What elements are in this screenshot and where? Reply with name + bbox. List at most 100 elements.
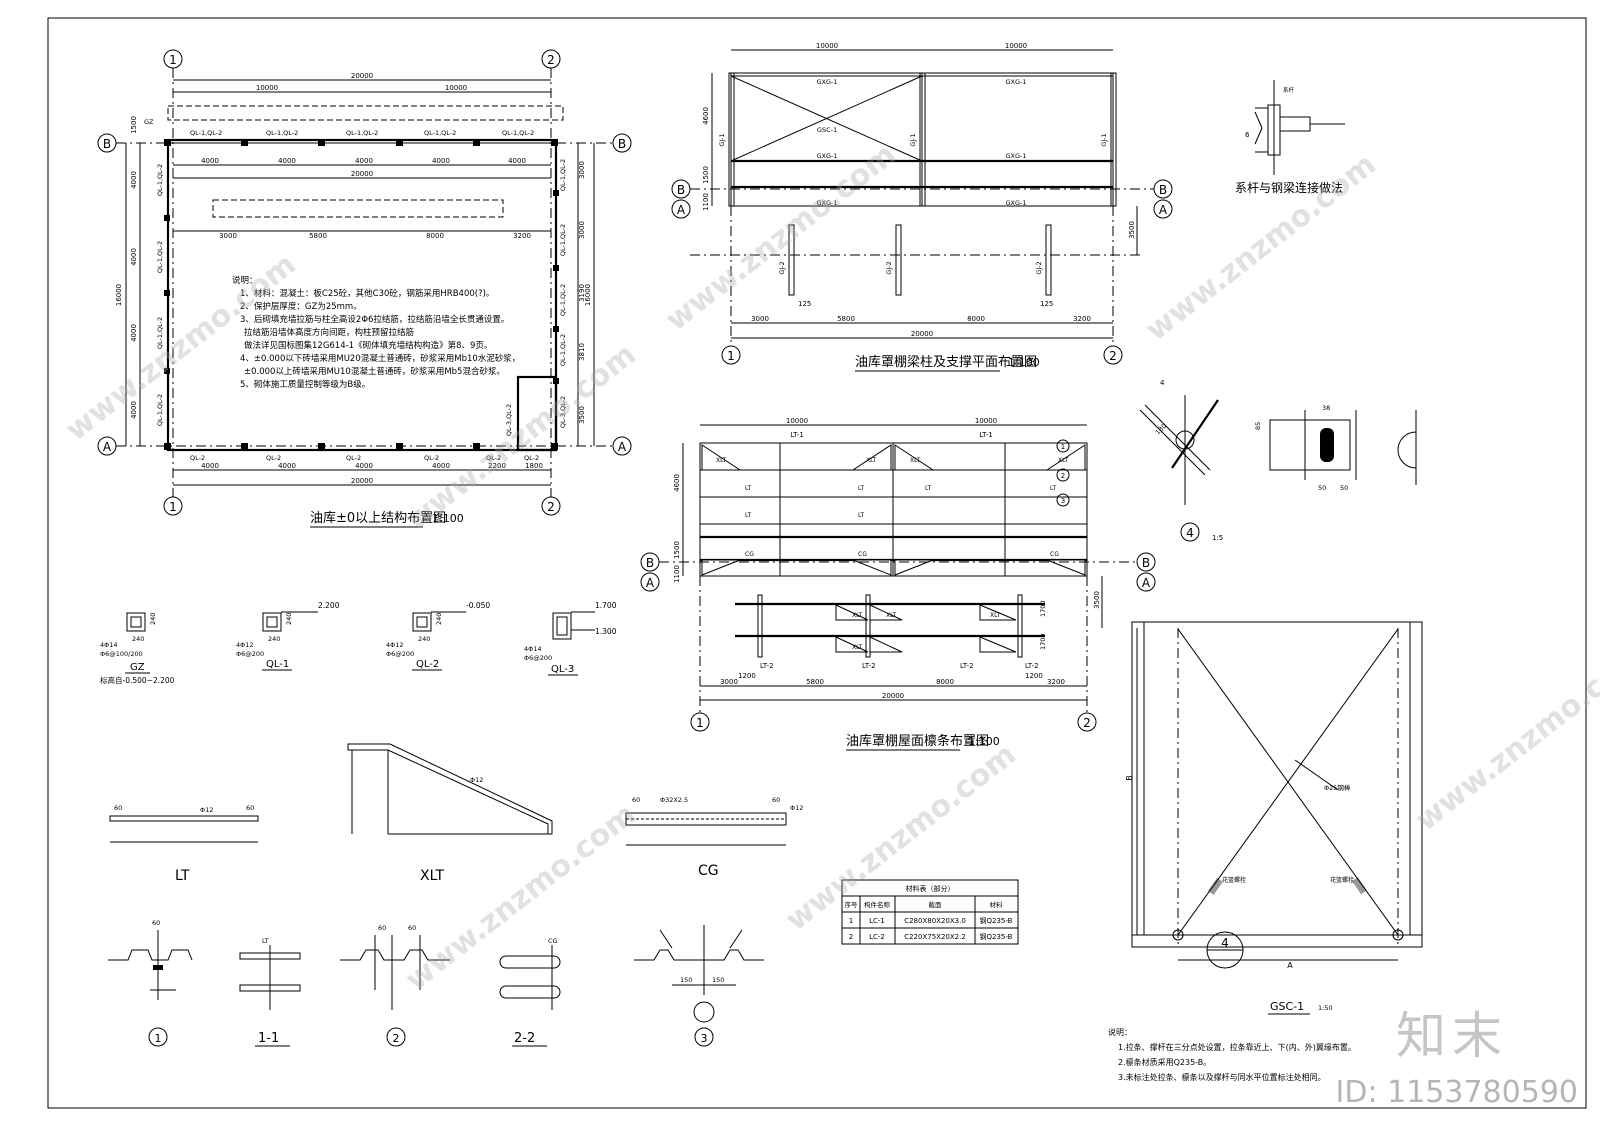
svg-text:材料表（部分）: 材料表（部分）	[906, 884, 955, 893]
svg-text:LT: LT	[745, 512, 752, 519]
svg-text:C280X80X20X3.0: C280X80X20X3.0	[904, 917, 966, 925]
gsc-detail: Φ25钢棒 A B 花篮螺栓 花篮螺栓 4 GSC-1 1:50	[1125, 621, 1423, 1015]
svg-text:标高自-0.500~2.200: 标高自-0.500~2.200	[100, 675, 175, 685]
brand-watermark: 知末	[1396, 1007, 1508, 1065]
svg-text:4Φ12: 4Φ12	[236, 641, 254, 649]
svg-text:QL-1,QL-2: QL-1,QL-2	[559, 159, 567, 191]
svg-text:Φ6@100/200: Φ6@100/200	[100, 650, 143, 658]
svg-text:3810: 3810	[578, 343, 586, 361]
svg-text:QL-1,QL-2: QL-1,QL-2	[424, 129, 456, 137]
plan-frame: 10000 10000 GXG-1 GXG-1 GXG-1 GXG-1 GXG-…	[671, 42, 1173, 372]
svg-text:GXG-1: GXG-1	[816, 78, 837, 86]
svg-text:QL-3: QL-3	[551, 664, 574, 675]
svg-text:4000: 4000	[201, 462, 219, 470]
svg-text:4000: 4000	[201, 157, 219, 165]
svg-text:拉结筋沿墙体高度方向间距，构柱预留拉结筋: 拉结筋沿墙体高度方向间距，构柱预留拉结筋	[244, 327, 414, 338]
svg-text:4、±0.000以下砖墙采用MU20混凝土普通砖，砂浆采用M: 4、±0.000以下砖墙采用MU20混凝土普通砖，砂浆采用Mb10水泥砂浆，	[240, 353, 520, 364]
svg-text:QL-3,QL-2: QL-3,QL-2	[505, 404, 513, 436]
svg-text:GXG-1: GXG-1	[1005, 199, 1026, 207]
svg-text:QL-2: QL-2	[424, 454, 439, 462]
svg-text:3200: 3200	[513, 232, 531, 240]
svg-text:10000: 10000	[256, 84, 278, 92]
plan-structure-title: 油库±0以上结构布置图	[310, 510, 446, 526]
svg-text:1: 1	[169, 53, 177, 67]
svg-text:2: 2	[1061, 472, 1065, 480]
svg-text:1100: 1100	[673, 565, 681, 583]
svg-text:2: 2	[547, 500, 555, 514]
svg-text:5、砌体施工质量控制等级为B级。: 5、砌体施工质量控制等级为B级。	[240, 379, 370, 390]
svg-text:4000: 4000	[432, 157, 450, 165]
svg-text:240: 240	[132, 635, 144, 643]
svg-text:XLT: XLT	[886, 612, 897, 619]
svg-text:1: 1	[1061, 443, 1065, 451]
svg-text:B: B	[1125, 775, 1134, 781]
svg-text:4: 4	[1160, 379, 1165, 387]
svg-text:序号: 序号	[845, 900, 859, 909]
svg-text:8000: 8000	[967, 315, 985, 323]
svg-text:16000: 16000	[584, 284, 592, 306]
svg-text:50: 50	[1318, 484, 1326, 492]
svg-text:QL-2: QL-2	[416, 659, 439, 670]
svg-text:GXG-1: GXG-1	[1005, 152, 1026, 160]
svg-text:2、保护层厚度：GZ为25mm。: 2、保护层厚度：GZ为25mm。	[240, 301, 362, 312]
svg-text:2.200: 2.200	[318, 601, 340, 610]
svg-text:LT-1: LT-1	[790, 431, 804, 439]
svg-text:130: 130	[1154, 422, 1168, 436]
svg-text:3000: 3000	[578, 161, 586, 179]
svg-text:钢Q235-B: 钢Q235-B	[980, 932, 1013, 941]
svg-text:8000: 8000	[426, 232, 444, 240]
svg-text:QL-1,QL-2: QL-1,QL-2	[346, 129, 378, 137]
svg-text:LT: LT	[1050, 485, 1057, 492]
rod-details: 60 60 Φ12 LT Φ12 XLT 60 60 Φ32X2.5 Φ12 C…	[109, 743, 803, 884]
svg-text:LC-1: LC-1	[869, 917, 885, 925]
svg-text:3.未标注处拉条、檩条以及撑杆与同水平位置标注处相同。: 3.未标注处拉条、檩条以及撑杆与同水平位置标注处相同。	[1118, 1072, 1326, 1082]
svg-text:4000: 4000	[355, 462, 373, 470]
svg-text:60: 60	[772, 796, 780, 804]
svg-text:240: 240	[149, 613, 157, 625]
svg-text:GJ-2: GJ-2	[778, 261, 786, 274]
svg-text:Φ25钢棒: Φ25钢棒	[1324, 783, 1351, 792]
svg-text:60: 60	[408, 924, 416, 932]
svg-text:3200: 3200	[1073, 315, 1091, 323]
svg-text:1500: 1500	[702, 166, 710, 184]
svg-text:LT-2: LT-2	[1025, 662, 1039, 670]
svg-text:240: 240	[435, 613, 443, 625]
svg-text:3500: 3500	[1093, 591, 1101, 609]
svg-text:XLT: XLT	[420, 868, 444, 884]
svg-text:GZ: GZ	[130, 662, 145, 673]
svg-text:20000: 20000	[351, 477, 373, 485]
bottom-details: 60 1 LT 1-1 60 60 2 CG 2-2 150 150 3	[108, 919, 764, 1047]
svg-text:4000: 4000	[130, 401, 138, 419]
svg-text:XLT: XLT	[910, 457, 921, 464]
svg-text:QL-1,QL-2: QL-1,QL-2	[190, 129, 222, 137]
svg-text:60: 60	[378, 924, 386, 932]
svg-text:QL-2: QL-2	[524, 454, 539, 462]
svg-text:B: B	[618, 137, 626, 151]
svg-text:240: 240	[268, 635, 280, 643]
svg-text:3000: 3000	[751, 315, 769, 323]
plan-purlin: 10000 10000 LT-1 LT-1 XLT XLT XLT XLT LT…	[640, 417, 1156, 751]
svg-text:60: 60	[114, 804, 122, 812]
detail-4: 130 4 85 38 50 50 4 1:5	[1139, 379, 1417, 542]
svg-text:60: 60	[632, 796, 640, 804]
svg-text:GSC-1: GSC-1	[1270, 1000, 1304, 1013]
svg-text:Φ6@200: Φ6@200	[524, 654, 552, 662]
svg-text:CG: CG	[858, 551, 867, 558]
svg-text:A: A	[677, 203, 686, 217]
svg-text:A: A	[1142, 576, 1151, 590]
svg-text:8000: 8000	[936, 678, 954, 686]
svg-text:QL-1,QL-2: QL-1,QL-2	[559, 334, 567, 366]
svg-text:2: 2	[547, 53, 555, 67]
svg-text:-0.050: -0.050	[466, 601, 490, 610]
svg-text:3000: 3000	[578, 221, 586, 239]
svg-text:4000: 4000	[130, 248, 138, 266]
svg-text:QL-1,QL-2: QL-1,QL-2	[559, 284, 567, 316]
svg-text:做法详见国标图集12G614-1《砌体填充墙结构构造》第8、: 做法详见国标图集12G614-1《砌体填充墙结构构造》第8、9页。	[244, 340, 492, 351]
svg-text:1: 1	[696, 716, 704, 730]
svg-text:1:100: 1:100	[432, 512, 464, 525]
svg-text:1700: 1700	[1039, 600, 1047, 617]
svg-text:1-1: 1-1	[258, 1031, 279, 1046]
svg-text:系杆: 系杆	[1283, 86, 1295, 94]
detail-connection: 6 系杆 系杆与钢梁连接做法	[1235, 80, 1345, 195]
svg-text:XLT: XLT	[1058, 457, 1069, 464]
